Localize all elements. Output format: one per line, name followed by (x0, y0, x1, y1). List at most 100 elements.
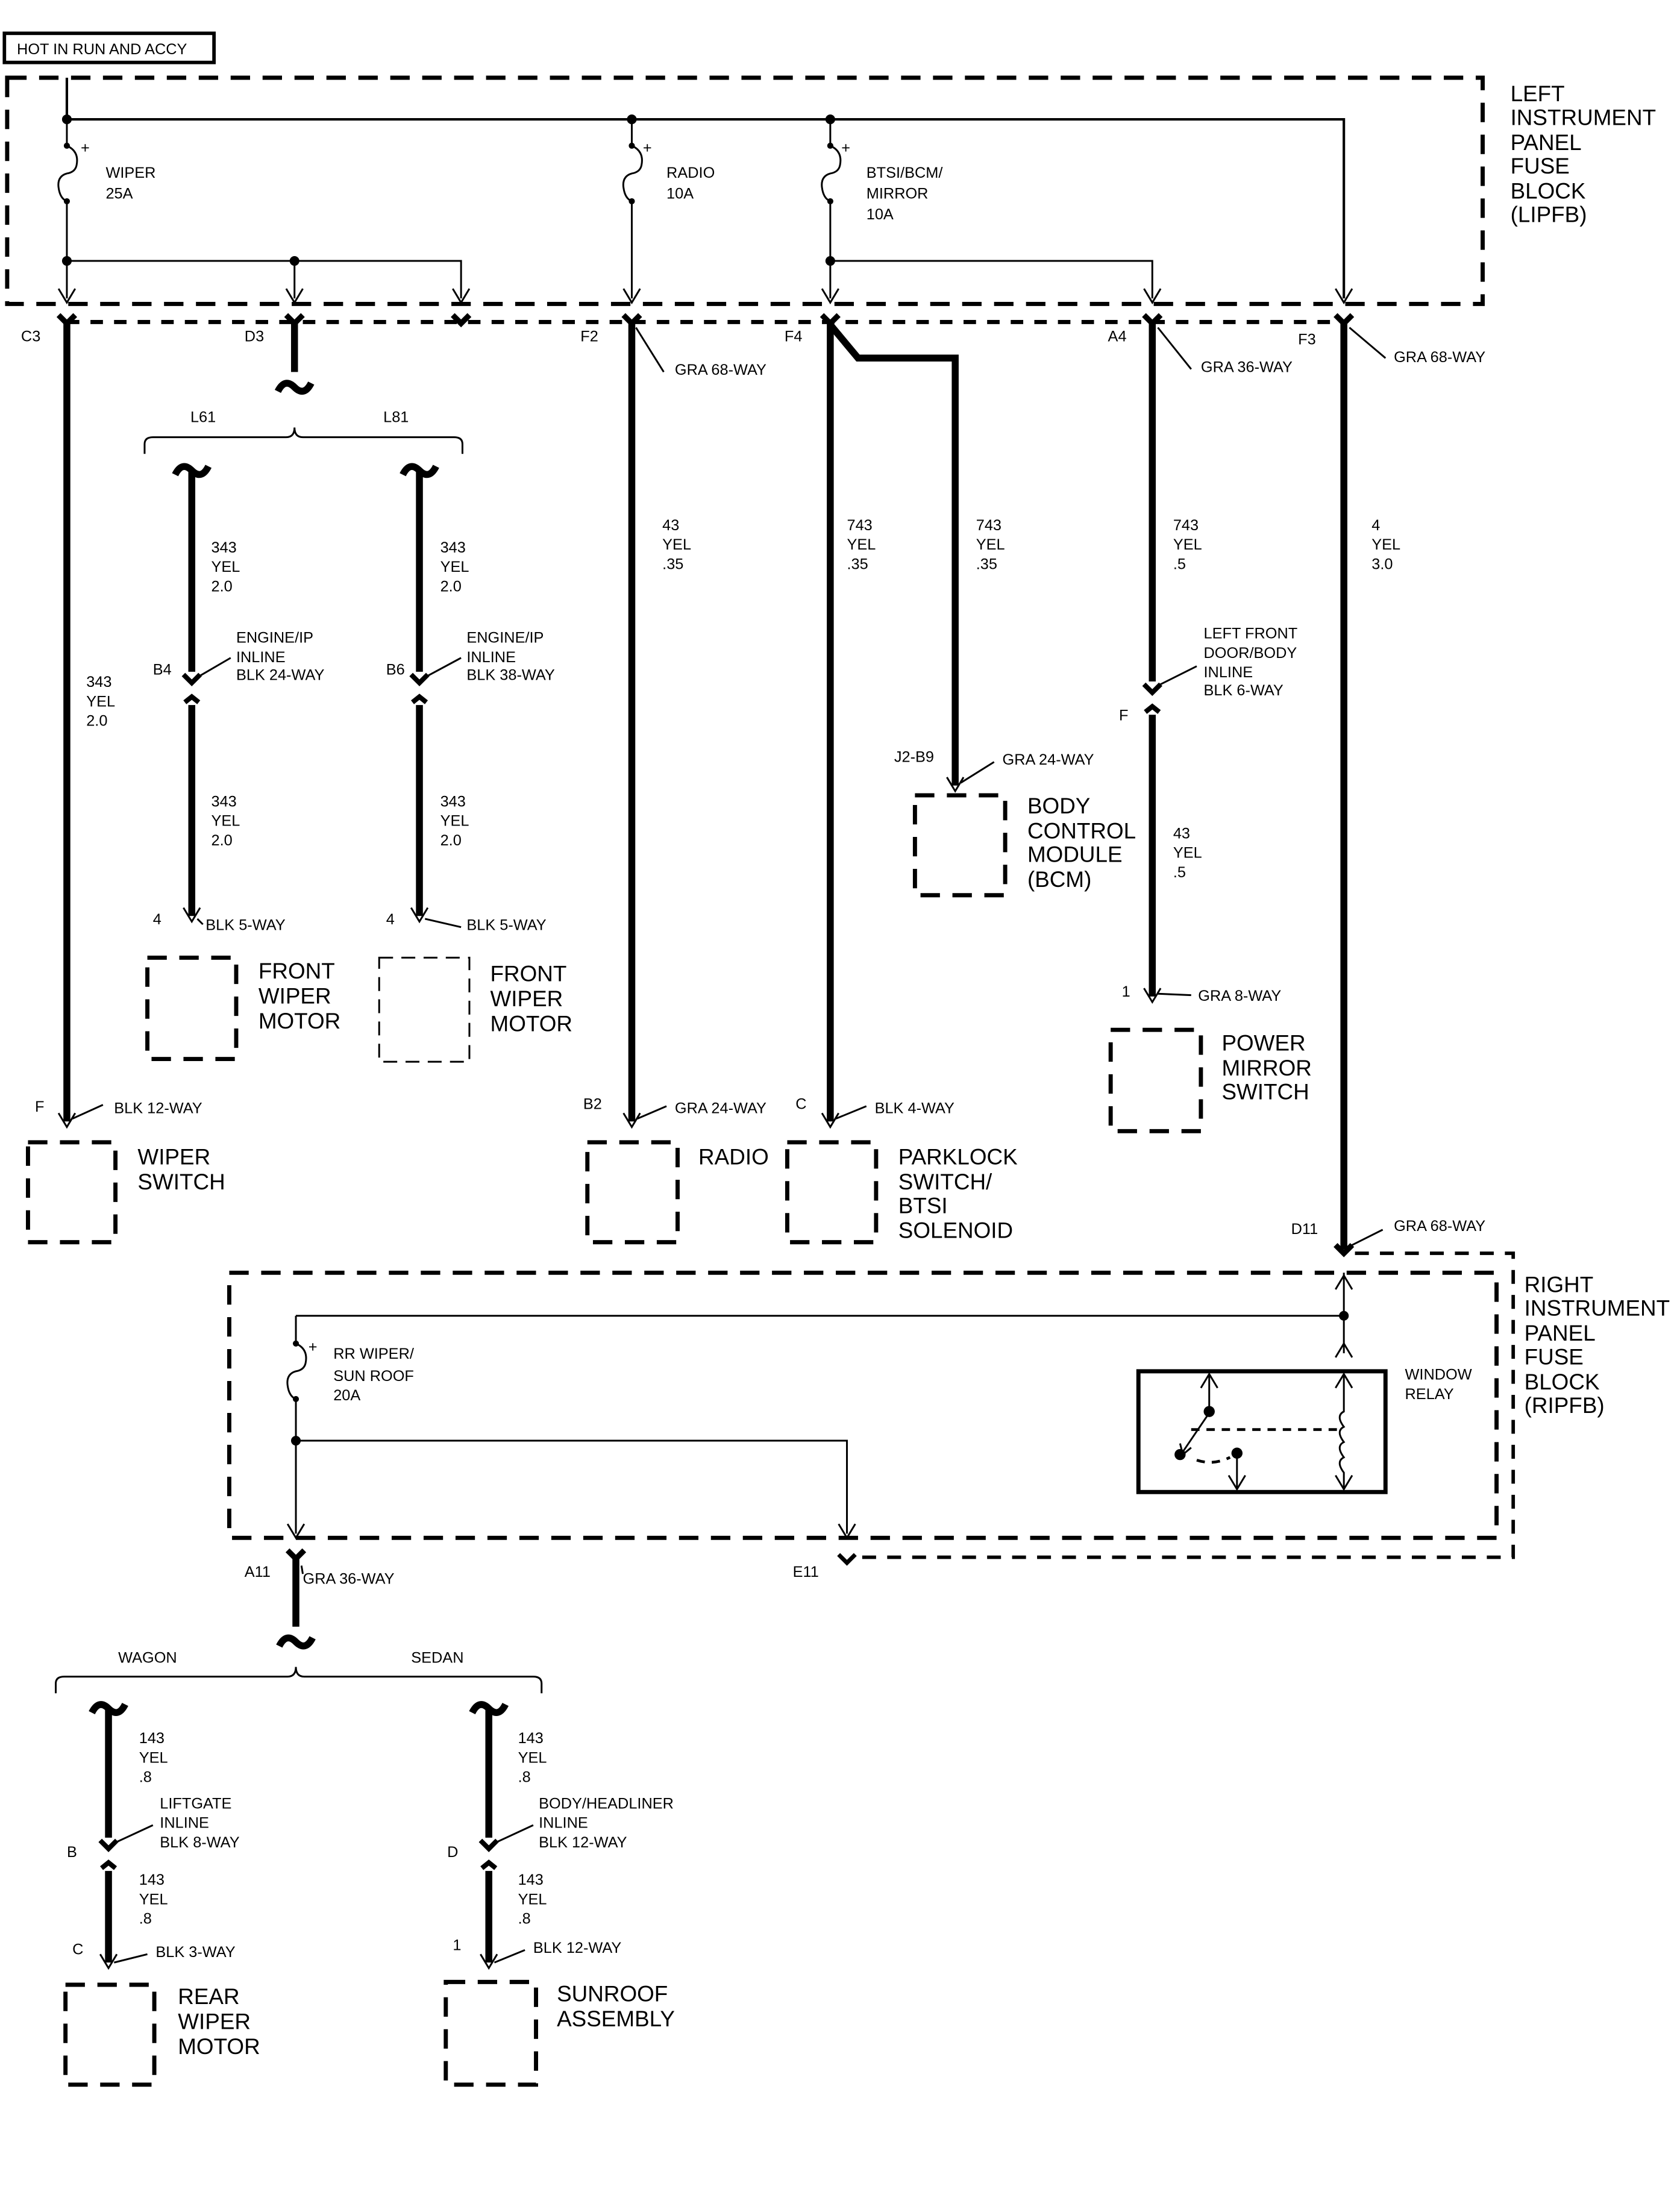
diagram-label: 4 (386, 911, 395, 928)
diagram-label: YEL (440, 559, 469, 575)
diagram-label: F (35, 1098, 44, 1115)
diagram-label: YEL (440, 813, 469, 830)
diagram-label: 1 (453, 1937, 461, 1953)
diagram-label: BLK 5-WAY (466, 916, 546, 933)
plus-sign: + (643, 139, 652, 156)
diagram-label: 343 (440, 539, 466, 556)
lipfb-label-line: BLOCK (1511, 178, 1586, 203)
left-fuse-block: LEFT INSTRUMENT PANEL FUSE BLOCK (LIPFB)… (5, 75, 1656, 306)
diagram-label: B2 (583, 1095, 602, 1112)
diagram-label: LIFTGATE (160, 1795, 231, 1812)
diagram-label: E11 (793, 1564, 819, 1580)
body-control-module (912, 793, 1008, 898)
diagram-label: 343 (212, 539, 237, 556)
diagram-label: SUNROOF (557, 1982, 668, 2006)
diagram-label: GRA 36-WAY (303, 1570, 395, 1587)
diagram-label: + (309, 1339, 318, 1356)
diagram-label: YEL (662, 536, 691, 553)
diagram-label: PARKLOCK (898, 1145, 1018, 1170)
lipfb-label-line: INSTRUMENT (1511, 105, 1656, 130)
diagram-label: 343 (86, 674, 111, 691)
diagram-label: C (72, 1941, 83, 1958)
connector-f2: F2 (580, 328, 598, 345)
connector-type: GRA 36-WAY (1201, 359, 1293, 375)
radio-fuse-icon (622, 142, 643, 205)
diagram-label: 143 (518, 1871, 544, 1888)
power-source-label: HOT IN RUN AND ACCY (2, 31, 216, 64)
connector-f3: F3 (1298, 331, 1316, 348)
diagram-label: POWER (1221, 1031, 1305, 1056)
radio-component (585, 1140, 680, 1245)
diagram-label: BODY/HEADLINER (539, 1795, 674, 1812)
diagram-label: REAR (178, 1984, 239, 2009)
rear-wiper-motor (63, 1982, 157, 2087)
diagram-label: BLK 12-WAY (533, 1940, 621, 1956)
diagram-label: YEL (1371, 536, 1400, 553)
diagram-label: J2-B9 (894, 749, 934, 766)
diagram-label: WINDOW (1405, 1367, 1472, 1383)
diagram-label: WIPER (259, 983, 331, 1008)
diagram-label: 43 (1173, 825, 1190, 842)
diagram-label: GRA 24-WAY (675, 1100, 766, 1116)
diagram-label: D (447, 1844, 458, 1861)
diagram-label: YEL (1173, 845, 1202, 862)
lipfb-label: LEFT INSTRUMENT PANEL FUSE BLOCK (LIPFB) (1511, 81, 1656, 227)
diagram-label: BTSI (898, 1193, 948, 1218)
diagram-label: RADIO (698, 1145, 769, 1170)
diagram-label: YEL (212, 813, 240, 830)
window-relay (1136, 1369, 1388, 1494)
diagram-label: YEL (976, 536, 1005, 553)
diagram-label: 2.0 (212, 832, 233, 849)
diagram-label: 743 (1173, 517, 1199, 534)
diagram-label: 143 (518, 1730, 544, 1747)
hot-in-run-accy-text: HOT IN RUN AND ACCY (17, 41, 187, 58)
diagram-label: YEL (139, 1891, 168, 1908)
lipfb-label-line: PANEL (1511, 130, 1582, 155)
wiper-fuse-rating: 25A (105, 185, 133, 202)
diagram-label: GRA 8-WAY (1198, 988, 1281, 1004)
diagram-label: .8 (139, 1769, 152, 1786)
wiper-fuse-icon (57, 142, 78, 205)
btsi-fuse-label: BTSI/BCM/ (867, 164, 944, 181)
diagram-label: 2.0 (86, 713, 107, 730)
plus-sign: + (81, 139, 90, 156)
wiper-switch (26, 1140, 118, 1245)
lipfb-label-line: FUSE (1511, 154, 1570, 178)
diagram-label: MODULE (1027, 842, 1123, 866)
diagram-label: SEDAN (411, 1650, 463, 1667)
diagram-label: 1 (1122, 983, 1130, 1000)
diagram-label: BLK 24-WAY (236, 667, 324, 684)
diagram-label: MOTOR (259, 1009, 340, 1033)
wiper-fuse-label: WIPER (105, 164, 155, 181)
diagram-label: ENGINE/IP (466, 630, 544, 647)
diagram-label: BLK 38-WAY (466, 667, 554, 684)
diagram-label: WIPER (137, 1145, 210, 1170)
diagram-label: YEL (518, 1749, 547, 1766)
diagram-label: MOTOR (178, 2034, 260, 2059)
plus-sign: + (841, 139, 850, 156)
diagram-label: .8 (518, 1911, 531, 1928)
diagram-label: SUN ROOF (333, 1368, 414, 1385)
diagram-label: GRA 68-WAY (1394, 1218, 1485, 1235)
diagram-label: .35 (847, 556, 868, 572)
diagram-label: .5 (1173, 556, 1186, 572)
parklock-switch (785, 1140, 879, 1245)
diagram-label: FUSE (1525, 1344, 1584, 1369)
diagram-label: INLINE (1204, 664, 1253, 681)
connector-type: GRA 68-WAY (1394, 349, 1485, 366)
connector-a4: A4 (1108, 328, 1127, 345)
lipfb-label-line: LEFT (1511, 81, 1565, 106)
rr-wiper-fuse-icon (286, 1339, 307, 1403)
diagram-label: (BCM) (1027, 867, 1091, 892)
diagram-label: SWITCH (1221, 1079, 1309, 1104)
diagram-label: BLK 3-WAY (155, 1944, 235, 1961)
diagram-label: MIRROR (1221, 1056, 1311, 1080)
diagram-label: 743 (847, 517, 873, 534)
